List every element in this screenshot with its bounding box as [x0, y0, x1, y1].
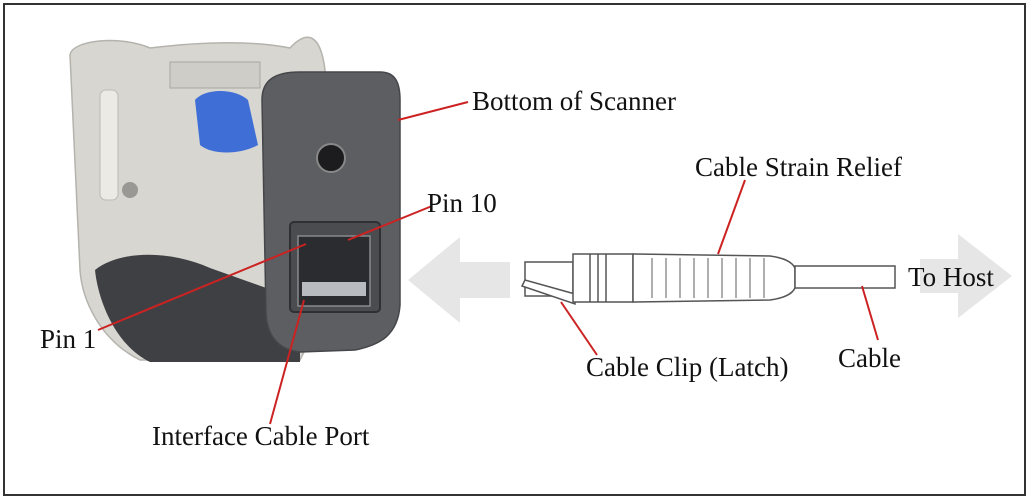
blue-trigger: [195, 91, 258, 153]
label-bottom-of-scanner: Bottom of Scanner: [472, 86, 676, 116]
leader-pin-1: [97, 243, 307, 331]
connector-illustration: [520, 253, 896, 306]
label-sticker: [169, 61, 261, 89]
label-pin-10: Pin 10: [427, 188, 497, 218]
label-cable: Cable: [838, 343, 901, 373]
leader-cable-strain-relief: [717, 179, 746, 255]
leader-interface-cable-port: [269, 299, 305, 425]
strain-relief-ribs: [651, 258, 765, 298]
label-to-host: To Host: [908, 262, 994, 292]
leader-cable-clip: [560, 301, 598, 356]
side-grip: [99, 89, 119, 201]
collar: [572, 253, 634, 303]
strain-relief-body: [632, 253, 796, 303]
leader-lines: [97, 101, 879, 425]
label-cable-clip: Cable Clip (Latch): [586, 352, 788, 382]
label-cable-strain-relief: Cable Strain Relief: [695, 152, 902, 182]
leader-pin-10: [347, 205, 433, 241]
right-arrow-icon: [920, 234, 1012, 318]
side-screw: [122, 182, 138, 198]
label-interface-cable-port: Interface Cable Port: [152, 421, 370, 451]
label-pin-1: Pin 1: [40, 324, 96, 354]
scanner-base: [95, 254, 300, 362]
cable-shape: [794, 265, 896, 289]
leader-bottom-of-scanner: [397, 101, 469, 121]
port-contacts: [302, 282, 366, 296]
leader-cable: [861, 285, 879, 341]
left-arrow-icon: [408, 237, 510, 323]
sensor-hole: [316, 143, 346, 173]
scanner-illustration: [69, 36, 401, 362]
